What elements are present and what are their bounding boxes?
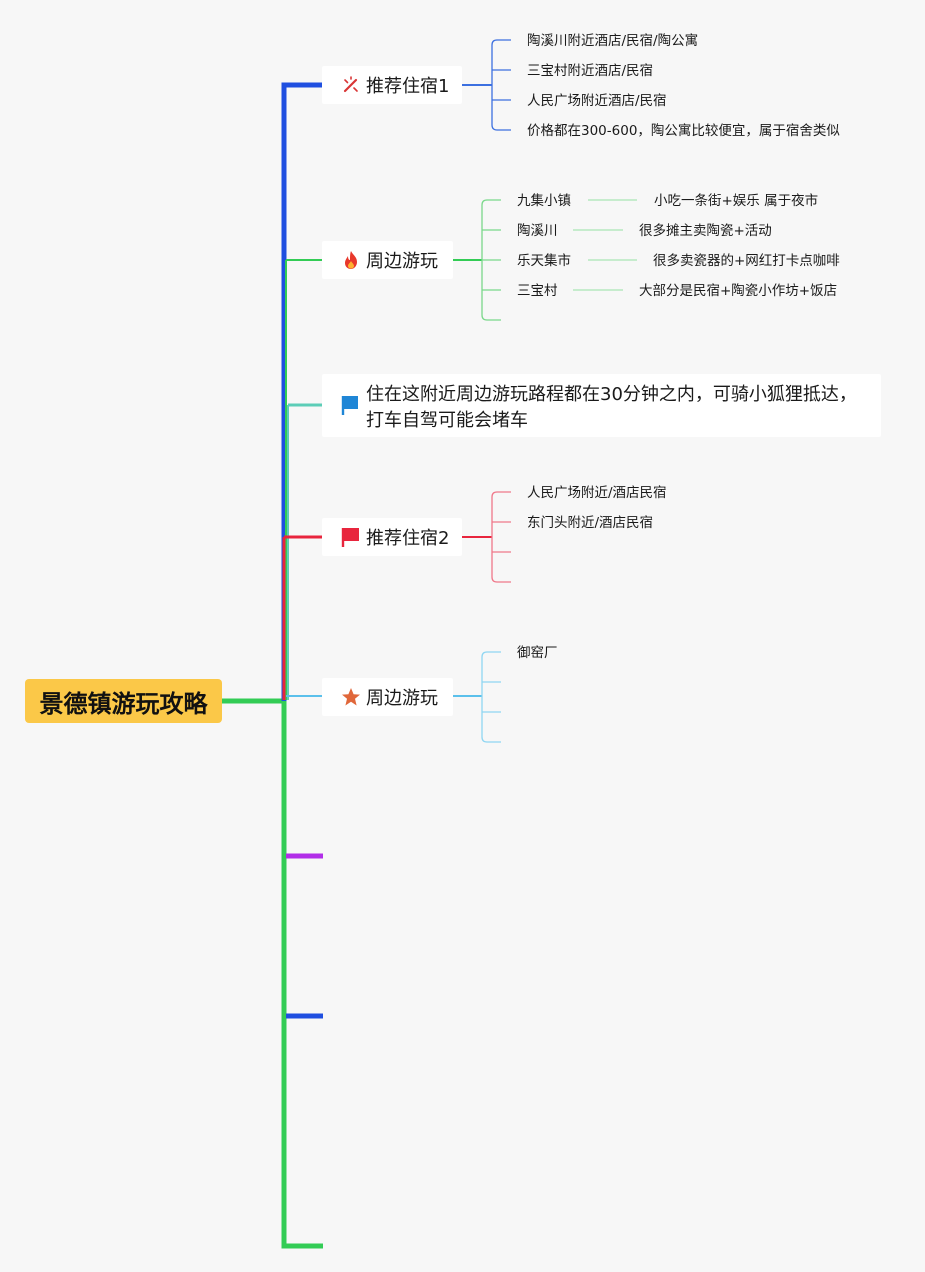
topic-nearby-fun-1[interactable]: 周边游玩 (322, 241, 453, 279)
topic-label: 周边游玩 (366, 251, 438, 272)
subtopic[interactable]: 三宝村 (517, 283, 558, 299)
connector-path (481, 260, 501, 321)
topic-recommended-lodging-1[interactable]: 推荐住宿1 (322, 66, 462, 104)
subtopic[interactable]: 九集小镇 (517, 193, 571, 209)
topic-label: 住在这附近周边游玩路程都在30分钟之内，可骑小狐狸抵达，打车自驾可能会堵车 (366, 384, 857, 431)
connector-path (491, 100, 511, 131)
subtopic[interactable]: 人民广场附近/酒店民宿 (527, 485, 667, 501)
subtopic[interactable]: 三宝村附近酒店/民宿 (527, 63, 654, 79)
subtopic-detail[interactable]: 很多摊主卖陶瓷+活动 (639, 223, 772, 239)
subtopic[interactable]: 东门头附近/酒店民宿 (527, 515, 654, 531)
magic-wand-icon (343, 76, 358, 93)
topic-nearby-fun-2[interactable]: 周边游玩 (322, 678, 453, 716)
blue-flag-icon (341, 396, 358, 415)
star-icon (342, 688, 360, 706)
trunk-green (281, 701, 323, 1249)
subtopic-detail[interactable]: 很多卖瓷器的+网红打卡点咖啡 (653, 253, 840, 269)
subtopic-detail[interactable]: 小吃一条街+娱乐 属于夜市 (654, 193, 819, 209)
topic-label: 周边游玩 (366, 688, 438, 709)
topic-label: 推荐住宿2 (366, 528, 450, 549)
connector-path (481, 199, 501, 260)
connector-path (481, 651, 501, 696)
root-topic[interactable]: 景德镇游玩攻略 (25, 679, 222, 723)
topic-recommended-lodging-2[interactable]: 推荐住宿2 (322, 518, 462, 556)
fire-icon (345, 251, 357, 269)
trunk-blue (281, 82, 323, 701)
subtopic[interactable]: 御窑厂 (517, 645, 558, 661)
red-flag-icon (341, 528, 359, 547)
subtopic[interactable]: 乐天集市 (517, 253, 571, 269)
subtopic[interactable]: 价格都在300-600，陶公寓比较便宜，属于宿舍类似 (527, 123, 840, 139)
connector-path (491, 537, 511, 583)
subtopic[interactable]: 人民广场附近酒店/民宿 (527, 93, 667, 109)
subtopic[interactable]: 陶溪川 (517, 223, 558, 239)
subtopic[interactable]: 陶溪川附近酒店/民宿/陶公寓 (527, 33, 699, 49)
connector-path (491, 39, 511, 85)
topic-travel-note[interactable]: 住在这附近周边游玩路程都在30分钟之内，可骑小狐狸抵达，打车自驾可能会堵车 (322, 374, 881, 437)
connector-path (481, 696, 501, 743)
connector-path (491, 491, 511, 537)
topic-label: 推荐住宿1 (366, 76, 450, 97)
subtopic-detail[interactable]: 大部分是民宿+陶瓷小作坊+饭店 (639, 283, 838, 299)
